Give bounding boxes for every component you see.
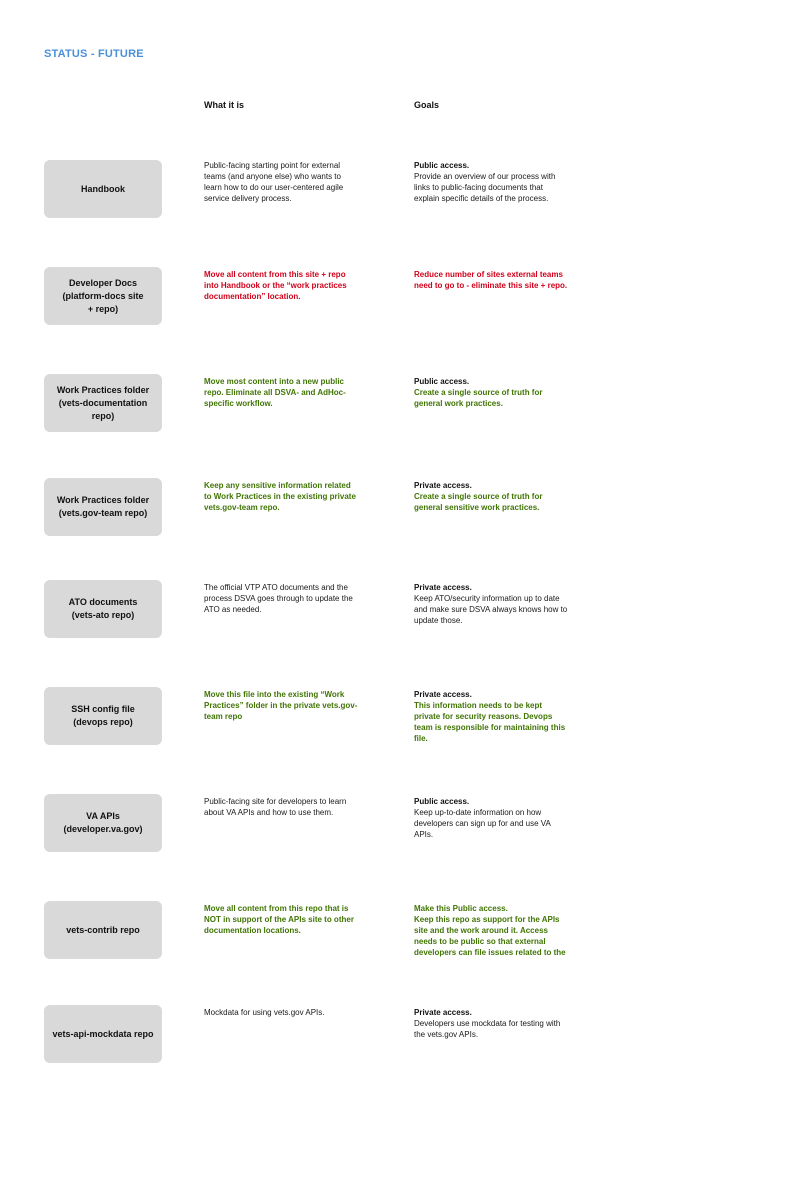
goal-text: Reduce number of sites external teams ne… <box>414 270 568 290</box>
what-it-is-text: Mockdata for using vets.gov APIs. <box>204 1008 325 1017</box>
goals-cell: Private access. Developers use mockdata f… <box>414 1007 576 1040</box>
goals-cell: Reduce number of sites external teams ne… <box>414 269 576 291</box>
what-it-is-text: Keep any sensitive information related t… <box>204 481 356 512</box>
what-it-is-text: Move this file into the existing “Work P… <box>204 690 358 721</box>
goal-access-label: Private access. <box>414 583 472 592</box>
goal-text: Create a single source of truth for gene… <box>414 388 543 408</box>
goal-text: Create a single source of truth for gene… <box>414 492 543 512</box>
item-tile: VA APIs (developer.va.gov) <box>44 794 162 852</box>
goal-access-label: Private access. <box>414 481 472 490</box>
table-row: vets-api-mockdata repo Mockdata for using… <box>0 1005 800 1065</box>
what-it-is-text: Public-facing starting point for externa… <box>204 161 344 203</box>
goals-cell: Make this Public access. Keep this repo … <box>414 903 576 958</box>
item-tile: Work Practices folder (vets-documentatio… <box>44 374 162 432</box>
table-row: SSH config file (devops repo) Move this f… <box>0 687 800 747</box>
goals-cell: Private access. Create a single source of… <box>414 480 576 513</box>
column-header-goals: Goals <box>414 100 440 110</box>
table-row: VA APIs (developer.va.gov) Public-facing … <box>0 794 800 854</box>
item-tile: vets-api-mockdata repo <box>44 1005 162 1063</box>
goals-cell: Public access. Create a single source of … <box>414 376 576 409</box>
goal-text: Keep up-to-date information on how devel… <box>414 808 551 839</box>
table-row: Handbook Public-facing starting point for… <box>0 160 800 220</box>
goal-access-label: Public access. <box>414 161 470 170</box>
goal-text: Developers use mockdata for testing with… <box>414 1019 561 1039</box>
goal-access-label: Private access. <box>414 690 472 699</box>
column-header-what: What it is <box>204 100 244 110</box>
table-row: Developer Docs (platform-docs site + rep… <box>0 267 800 327</box>
goals-cell: Public access. Provide an overview of our… <box>414 160 576 204</box>
goals-cell: Public access. Keep up-to-date informatio… <box>414 796 576 840</box>
goals-cell: Private access. Keep ATO/security informa… <box>414 582 576 626</box>
item-tile: ATO documents (vets-ato repo) <box>44 580 162 638</box>
goal-text: This information needs to be kept privat… <box>414 701 566 743</box>
item-tile: vets-contrib repo <box>44 901 162 959</box>
page-title: STATUS - FUTURE <box>44 48 144 60</box>
goal-access-label: Public access. <box>414 797 470 806</box>
what-it-is-text: Move all content from this site + repo i… <box>204 270 347 301</box>
item-tile: Handbook <box>44 160 162 218</box>
goal-access-label: Private access. <box>414 1008 472 1017</box>
goal-access-label: Public access. <box>414 377 470 386</box>
what-it-is-text: Public-facing site for developers to lea… <box>204 797 347 817</box>
table-row: Work Practices folder (vets-documentatio… <box>0 374 800 434</box>
item-tile: Work Practices folder (vets.gov-team rep… <box>44 478 162 536</box>
what-it-is-text: Move most content into a new public repo… <box>204 377 346 408</box>
item-tile: SSH config file (devops repo) <box>44 687 162 745</box>
table-row: Work Practices folder (vets.gov-team rep… <box>0 478 800 538</box>
table-row: vets-contrib repo Move all content from t… <box>0 901 800 961</box>
goals-cell: Private access. This information needs to… <box>414 689 576 744</box>
what-it-is-text: The official VTP ATO documents and the p… <box>204 583 353 614</box>
goal-text: Provide an overview of our process with … <box>414 172 556 203</box>
goal-text: Make this Public access. Keep this repo … <box>414 904 566 957</box>
item-tile: Developer Docs (platform-docs site + rep… <box>44 267 162 325</box>
table-row: ATO documents (vets-ato repo) The officia… <box>0 580 800 640</box>
what-it-is-text: Move all content from this repo that is … <box>204 904 354 935</box>
goal-text: Keep ATO/security information up to date… <box>414 594 568 625</box>
